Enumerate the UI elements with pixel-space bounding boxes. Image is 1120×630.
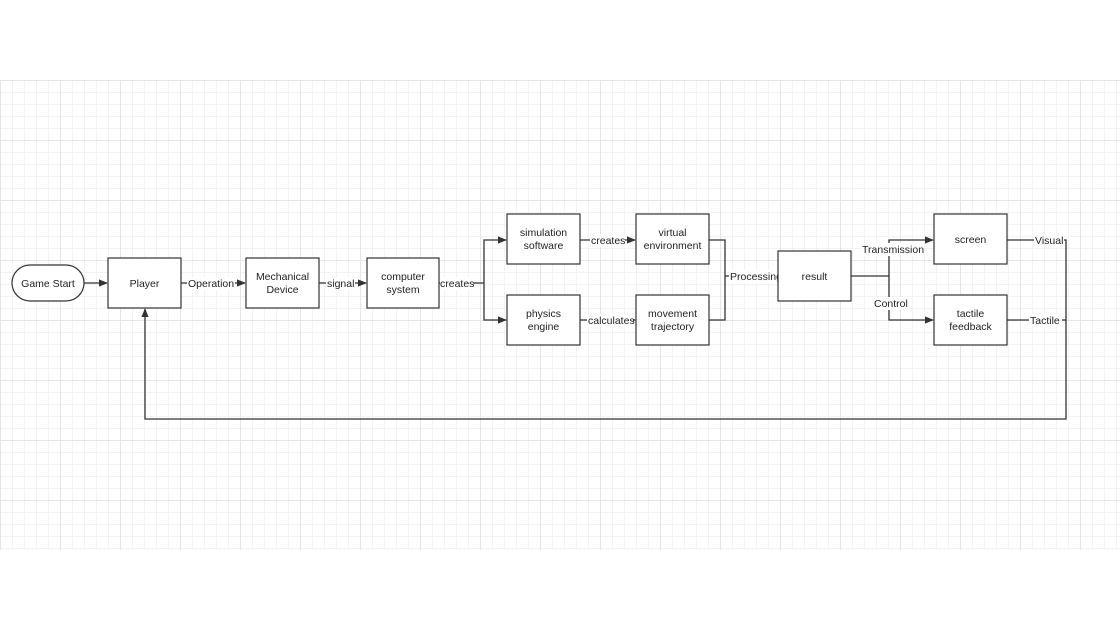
edge-virtual-merge [709,239,726,321]
node-simulation-software-line1: simulation [520,227,567,239]
edge-result-tactile [888,276,934,324]
node-physics-engine: physics engine [506,294,581,346]
node-movement-trajectory: movement trajectory [635,294,710,346]
label-creates-system: creates [440,278,474,290]
node-tactile-feedback: tactile feedback [933,294,1008,346]
label-signal: signal [327,278,354,290]
node-tactile-feedback-line2: feedback [949,321,992,333]
node-tactile-feedback-line1: tactile [957,308,985,320]
label-control: Control [874,298,908,310]
node-simulation-software-line2: software [524,240,564,252]
node-virtual-environment-line2: environment [644,240,702,252]
edge-result-screen [888,236,934,276]
node-mechanical-device-line1: Mechanical [256,271,309,283]
label-transmission: Transmission [862,244,924,256]
node-mechanical-device: Mechanical Device [245,257,320,309]
label-processing: Processing [730,271,782,283]
edge-labels: Operation signal creates creates calcula… [187,234,1064,327]
node-mechanical-device-line2: Device [266,284,298,296]
label-calculates: calculates [588,315,635,327]
node-computer-system: computer system [366,257,440,309]
edge-split-simulation [483,236,507,283]
node-physics-engine-line2: engine [528,321,560,333]
node-virtual-environment: virtual environment [635,213,710,265]
label-operation: Operation [188,278,234,290]
node-player: Player [107,257,182,309]
label-visual: Visual [1035,235,1063,247]
node-computer-system-line1: computer [381,271,425,283]
node-result-label: result [802,271,828,283]
label-tactile: Tactile [1030,315,1060,327]
node-screen: screen [933,213,1008,265]
node-simulation-software: simulation software [506,213,581,265]
node-physics-engine-line1: physics [526,308,561,320]
edge-split-physics [483,283,507,324]
node-game-start: Game Start [11,264,85,302]
node-player-label: Player [130,278,160,290]
node-computer-system-line2: system [386,284,420,296]
node-result: result [777,250,852,302]
node-movement-trajectory-line1: movement [648,308,697,320]
node-movement-trajectory-line2: trajectory [651,321,695,333]
node-game-start-label: Game Start [21,278,75,290]
node-screen-label: screen [955,234,987,246]
node-virtual-environment-line1: virtual [658,227,686,239]
label-creates-sim: creates [591,235,625,247]
